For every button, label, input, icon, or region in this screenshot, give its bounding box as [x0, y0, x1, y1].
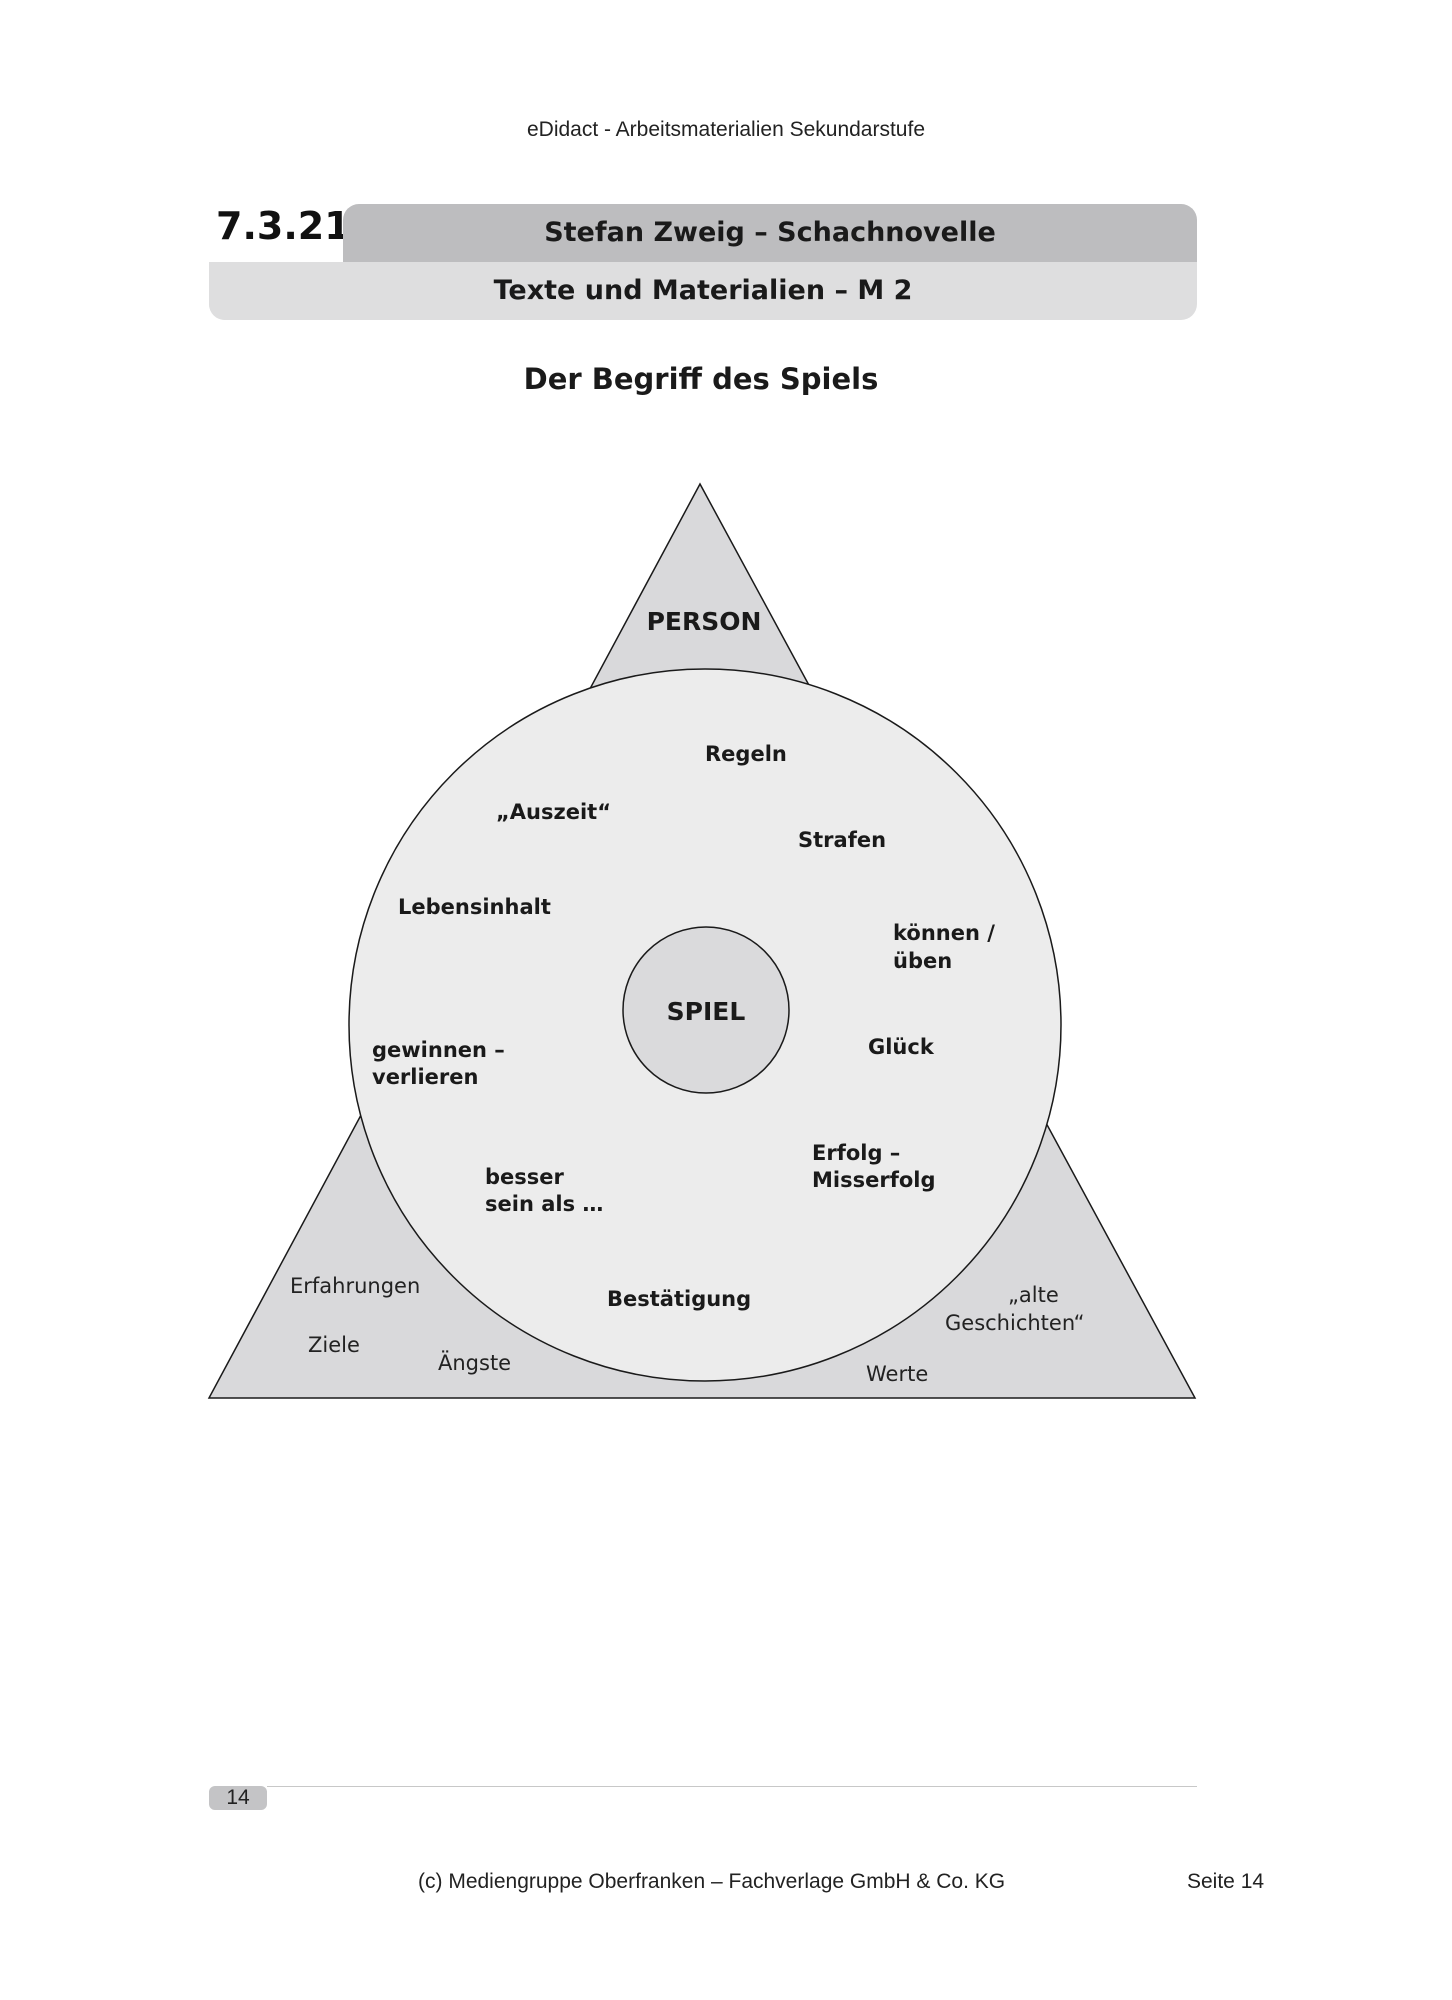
term-strafen: Strafen	[798, 828, 886, 852]
term-alte-line1: „alte	[1008, 1283, 1059, 1307]
term-koennen-line2: üben	[893, 949, 952, 973]
footer-page-label: Seite 14	[1187, 1870, 1265, 1893]
term-koennen-line1: können /	[893, 921, 995, 945]
section-title: Stefan Zweig – Schachnovelle	[544, 217, 996, 248]
page-heading: Der Begriff des Spiels	[523, 362, 879, 396]
term-auszeit: „Auszeit“	[496, 800, 611, 824]
term-gewinnen-line2: verlieren	[372, 1065, 478, 1089]
section-number: 7.3.21	[216, 204, 351, 248]
term-glueck: Glück	[868, 1035, 935, 1059]
center-label: SPIEL	[667, 997, 746, 1026]
page-number-badge	[209, 1786, 267, 1810]
term-werte: Werte	[866, 1362, 928, 1386]
term-erfolg-line1: Erfolg –	[812, 1141, 900, 1165]
triangle-label: PERSON	[647, 607, 762, 636]
term-gewinnen-line1: gewinnen –	[372, 1038, 505, 1062]
term-besser-line2: sein als …	[485, 1192, 603, 1216]
term-bestaetigung: Bestätigung	[607, 1287, 751, 1311]
section-subtitle: Texte und Materialien – M 2	[493, 275, 913, 306]
subtitle-bar-left-cap	[209, 262, 349, 320]
term-erfolg-line2: Misserfolg	[812, 1168, 936, 1192]
site-header: eDidact - Arbeitsmaterialien Sekundarstu…	[526, 118, 926, 141]
subtitle-bar	[209, 262, 1197, 320]
term-aengste: Ängste	[438, 1350, 511, 1375]
footer-copyright: (c) Mediengruppe Oberfranken – Fachverla…	[418, 1870, 1006, 1893]
term-alte-line2: Geschichten“	[945, 1311, 1085, 1335]
term-lebensinhalt: Lebensinhalt	[398, 895, 551, 919]
term-ziele: Ziele	[308, 1333, 360, 1357]
center-circle	[622, 926, 790, 1094]
term-besser-line1: besser	[485, 1165, 565, 1189]
page-number: 14	[226, 1786, 250, 1809]
footer-rule	[267, 1786, 1197, 1787]
term-erfahrungen: Erfahrungen	[290, 1274, 420, 1298]
term-regeln: Regeln	[705, 742, 787, 766]
title-bar	[343, 204, 1197, 262]
